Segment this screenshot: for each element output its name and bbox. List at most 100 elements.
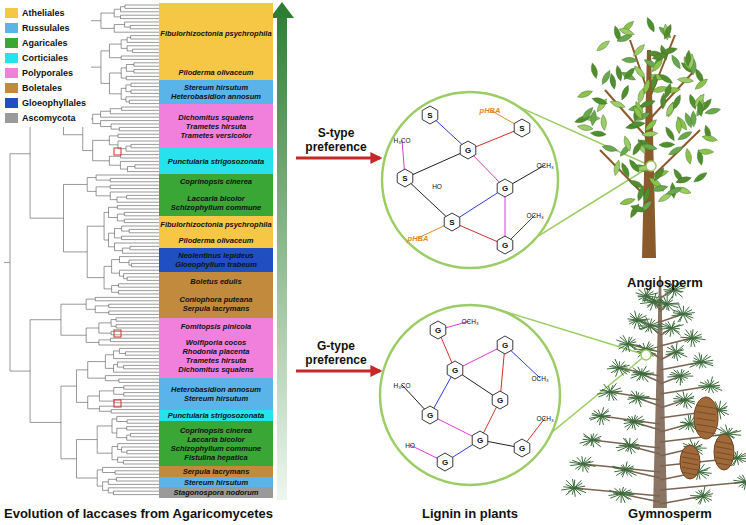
clade-band: Punctularia strigosozonata	[159, 148, 273, 174]
pine-needle	[650, 321, 660, 326]
pine-needle	[592, 440, 601, 447]
tree-branch	[118, 443, 159, 444]
panel-caption: Gymnosperm	[628, 506, 712, 521]
tree-branch	[103, 467, 159, 468]
species-name: Rhodonia placenta	[182, 347, 249, 356]
pine-needle	[604, 384, 610, 392]
pine-needle	[719, 403, 727, 410]
tree-branch	[122, 231, 130, 232]
arrow-head	[270, 2, 294, 18]
tree-branch	[116, 328, 159, 329]
tree-branch	[61, 458, 76, 459]
tree-branch	[127, 42, 159, 43]
tree-branch	[108, 479, 116, 480]
tree-branch	[99, 406, 159, 407]
cone-scale	[716, 457, 732, 460]
leaf	[658, 72, 674, 85]
clade-band: Neolentinus lepideusGloeophyllum trabeum	[159, 248, 273, 272]
tree-branch	[117, 197, 127, 198]
tree-branch	[135, 164, 159, 165]
tree-branch	[86, 328, 99, 329]
tree-branch	[108, 487, 159, 488]
monomer-label: G	[502, 184, 508, 193]
tree-branch	[101, 126, 111, 127]
legend-swatch	[5, 68, 18, 78]
aromatic-ring	[397, 169, 413, 187]
clade-band: Boletus edulis	[159, 272, 273, 290]
tree-branch	[129, 260, 159, 261]
tree-branch	[97, 486, 102, 487]
pine-trunk	[653, 276, 667, 508]
tree-branch	[88, 378, 106, 379]
tree-branch	[130, 246, 159, 247]
tree-branch	[121, 88, 126, 89]
pine-needle	[699, 467, 711, 472]
pine-needle	[719, 410, 729, 415]
monomer-label: G	[435, 326, 441, 335]
species-name: Boletus edulis	[190, 277, 241, 286]
pine-needle	[644, 288, 646, 296]
legend-swatch	[5, 23, 18, 33]
tree-branch	[134, 73, 159, 74]
tree-branch	[109, 311, 159, 312]
tree-branch	[121, 18, 159, 19]
tree-branch	[99, 411, 111, 412]
leaf	[577, 89, 594, 100]
tree-branch	[130, 28, 159, 29]
species-name: Laccaria bicolor	[187, 435, 245, 444]
aromatic-ring	[422, 406, 438, 424]
tree-branch	[61, 386, 76, 387]
tree-branch	[122, 110, 159, 111]
tree-branch	[83, 150, 93, 151]
clade-band: Piloderma olivaceum	[159, 64, 273, 80]
monomer-label: G	[502, 241, 508, 250]
aromatic-ring	[497, 236, 513, 254]
tree-branch	[120, 161, 159, 162]
lignin-zoom-circle	[382, 92, 558, 268]
tree-branch	[119, 382, 159, 383]
tree-branch	[129, 229, 159, 230]
panel-caption: Angiosperm	[627, 275, 703, 290]
tree-branch	[95, 297, 159, 298]
pine-needle	[676, 342, 677, 352]
leaf	[693, 77, 709, 91]
tree-branch	[110, 338, 159, 339]
tree-branch	[117, 214, 124, 215]
pine-needle	[672, 325, 684, 328]
leaf	[662, 23, 674, 40]
tree-branch	[114, 358, 159, 359]
pine-needle	[637, 319, 650, 321]
tree-branch	[126, 101, 129, 102]
pine-branch	[660, 376, 681, 384]
pine-branch	[583, 464, 660, 472]
tree-branch	[118, 134, 159, 135]
leaf	[650, 58, 664, 74]
tree-branch	[122, 107, 159, 108]
monomer-label: S	[427, 111, 432, 120]
pine-needle	[667, 304, 669, 311]
aromatic-ring	[492, 391, 508, 409]
pine-needle	[646, 317, 650, 326]
tree-branch	[96, 186, 110, 187]
tree-branch	[124, 396, 159, 397]
pine-needle	[631, 391, 637, 398]
leaf	[619, 84, 630, 101]
cone-scale	[682, 472, 698, 475]
species-name: Trametes hirsuta	[186, 122, 246, 131]
legend-swatch	[5, 83, 18, 93]
tree-branch	[649, 35, 675, 100]
tree-branch	[112, 459, 118, 460]
pine-needle	[628, 344, 629, 352]
pine-needle	[657, 304, 667, 306]
tree-branch	[117, 416, 159, 417]
tree-branch	[114, 243, 159, 244]
pine-needle	[592, 440, 594, 447]
arrow-label: G-type preference	[299, 339, 373, 367]
clade-band: Serpula lacrymans	[159, 466, 273, 477]
leaf	[642, 131, 658, 138]
tree-branch	[97, 425, 112, 426]
species-name: Neolentinus lepideus	[178, 251, 253, 260]
tree-branch	[110, 108, 121, 109]
leaf	[622, 66, 637, 82]
